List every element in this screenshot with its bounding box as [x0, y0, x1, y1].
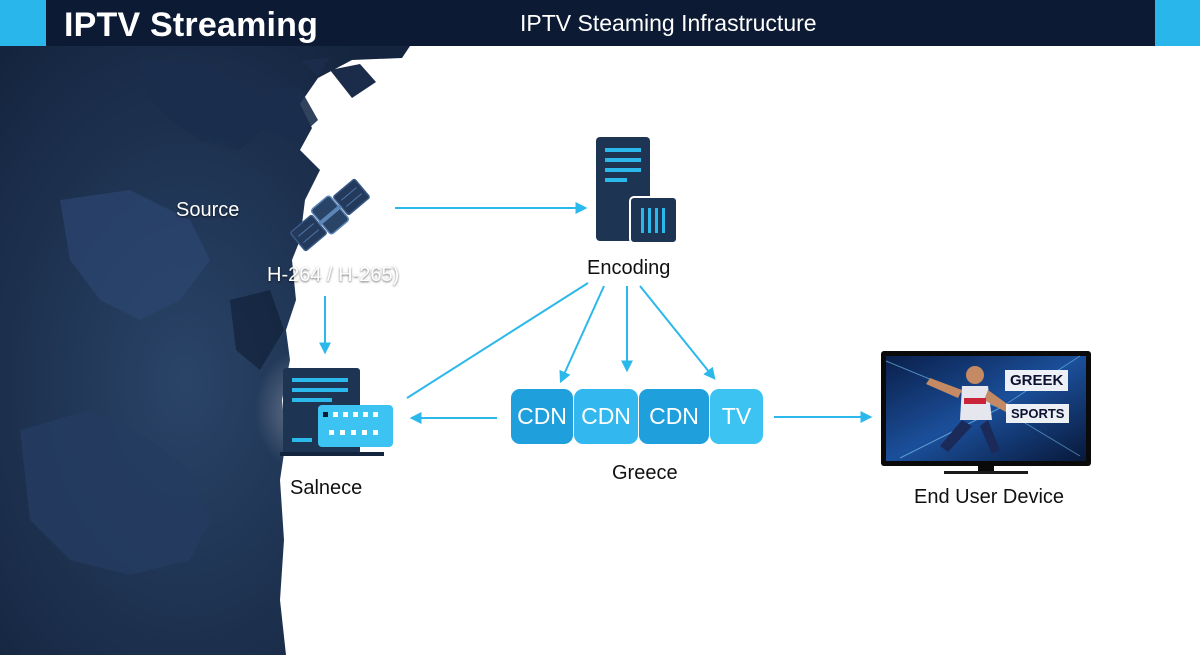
tv-screen-sports: SPORTS [1006, 404, 1070, 423]
cdn-block-1: CDN [511, 389, 573, 444]
encoding-label: Encoding [587, 257, 671, 279]
world-map [0, 46, 410, 655]
greece-label: Greece [612, 462, 678, 484]
cdn-block-2: CDN [574, 389, 638, 444]
header-accent-left [0, 0, 46, 46]
arrow-encoding-to-cdn-1 [559, 285, 605, 384]
source-label: Source [176, 199, 240, 221]
codec-label: H-264 / H-265) [267, 264, 400, 286]
end-user-device-label: End User Device [914, 486, 1065, 508]
server-icon [596, 137, 678, 244]
tv-screen-greek: GREEK [1005, 370, 1069, 391]
flow-arrows [319, 202, 873, 424]
satellite-icon [290, 178, 370, 252]
arrow-encoding-to-tv [639, 285, 716, 380]
salnece-label: Salnece [290, 477, 363, 499]
arrow-encoding-to-salnece [406, 282, 589, 399]
tv-block: TV [710, 389, 763, 444]
server-rack-icon [255, 350, 393, 470]
page-title: IPTV Steaming Infrastructure [520, 10, 817, 36]
header-bar: IPTV Streaming IPTV Steaming Infrastruct… [0, 0, 1200, 46]
brand-title: IPTV Streaming [64, 6, 319, 44]
cdn-block-3: CDN [639, 389, 709, 444]
header-accent-right [1155, 0, 1200, 46]
